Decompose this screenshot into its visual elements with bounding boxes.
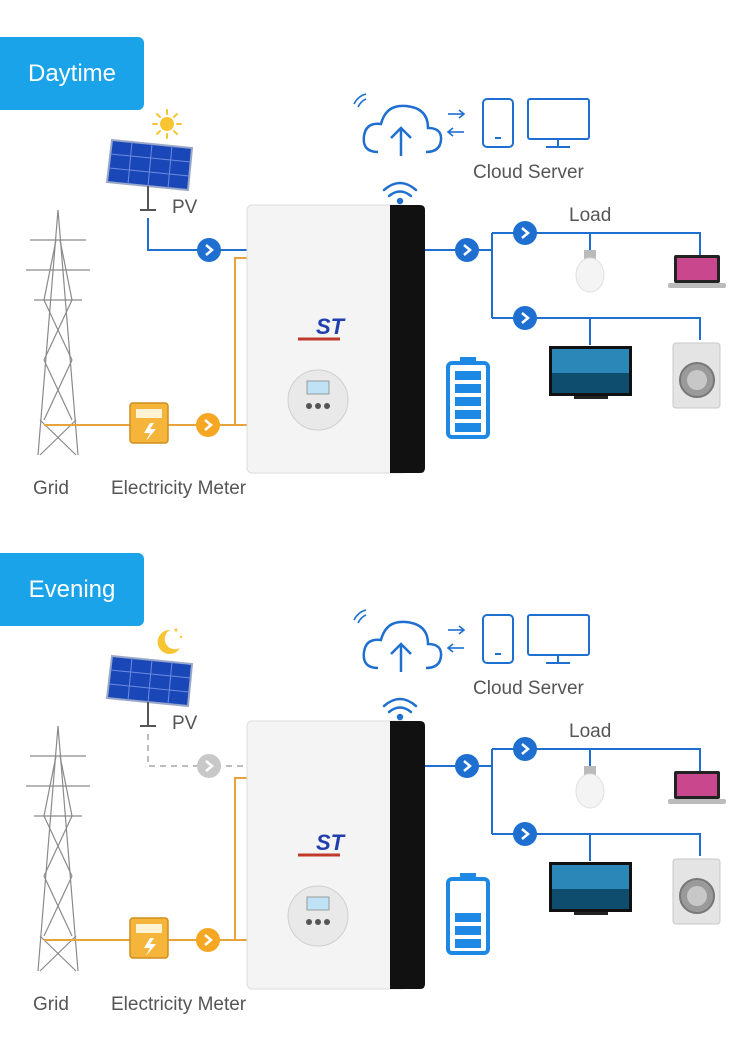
pv-flow-arrow-inactive xyxy=(197,754,221,778)
battery-icon xyxy=(446,357,490,439)
output-flow-arrow xyxy=(455,754,479,778)
wifi-icon xyxy=(382,697,418,721)
meter-label: Electricity Meter xyxy=(111,478,247,499)
hybrid-inverter: ST xyxy=(246,720,425,990)
monitor-icon xyxy=(527,614,590,664)
moon-icon xyxy=(157,628,183,654)
power-pylon-icon xyxy=(26,209,90,456)
grid-label: Grid xyxy=(33,994,69,1015)
grid-flow-arrow xyxy=(196,928,220,952)
laptop-icon xyxy=(668,255,726,288)
solar-panel-icon xyxy=(105,138,194,211)
phone-icon xyxy=(482,98,514,148)
load-flow-arrow-bottom xyxy=(513,822,537,846)
pv-label: PV xyxy=(172,713,198,734)
monitor-icon xyxy=(527,98,590,148)
meter-label: Electricity Meter xyxy=(111,994,247,1015)
cloud-icon xyxy=(362,104,443,156)
electricity-meter-icon xyxy=(129,402,169,444)
load-flow-arrow-top xyxy=(513,737,537,761)
inverter-logo: ST xyxy=(316,314,346,339)
sun-icon xyxy=(152,109,182,139)
battery-icon xyxy=(446,873,490,955)
television-icon xyxy=(549,346,632,399)
wifi-icon xyxy=(382,181,418,205)
washing-machine-icon xyxy=(672,342,721,409)
sync-arrows-icon xyxy=(446,625,466,653)
daytime-panel: ST xyxy=(0,0,750,518)
pv-label: PV xyxy=(172,197,198,218)
evening-panel: ST xyxy=(0,516,750,1034)
solar-panel-icon xyxy=(105,654,194,727)
daytime-diagram: ST xyxy=(26,93,726,474)
mode-badge: Daytime xyxy=(0,37,144,110)
hybrid-inverter: ST xyxy=(246,204,425,474)
load-label: Load xyxy=(569,205,612,226)
grid-label: Grid xyxy=(33,478,69,499)
laptop-icon xyxy=(668,771,726,804)
evening-diagram: ST xyxy=(26,609,726,990)
cloud-server-label: Cloud Server xyxy=(473,678,584,699)
washing-machine-icon xyxy=(672,858,721,925)
grid-flow-arrow xyxy=(196,413,220,437)
pv-flow-arrow xyxy=(197,238,221,262)
television-icon xyxy=(549,862,632,915)
output-flow-arrow xyxy=(455,238,479,262)
sync-arrows-icon xyxy=(446,109,466,137)
mode-badge: Evening xyxy=(0,553,144,626)
load-flow-arrow-bottom xyxy=(513,306,537,330)
cloud-icon xyxy=(362,620,443,672)
power-pylon-icon xyxy=(26,725,90,972)
inverter-logo: ST xyxy=(316,830,346,855)
cloud-signal-icon xyxy=(353,93,367,108)
light-bulb-icon xyxy=(575,250,605,293)
load-label: Load xyxy=(569,721,612,742)
electricity-meter-icon xyxy=(129,917,169,959)
light-bulb-icon xyxy=(575,766,605,809)
cloud-server-label: Cloud Server xyxy=(473,162,584,183)
phone-icon xyxy=(482,614,514,664)
load-flow-arrow-top xyxy=(513,221,537,245)
cloud-signal-icon xyxy=(353,609,367,624)
